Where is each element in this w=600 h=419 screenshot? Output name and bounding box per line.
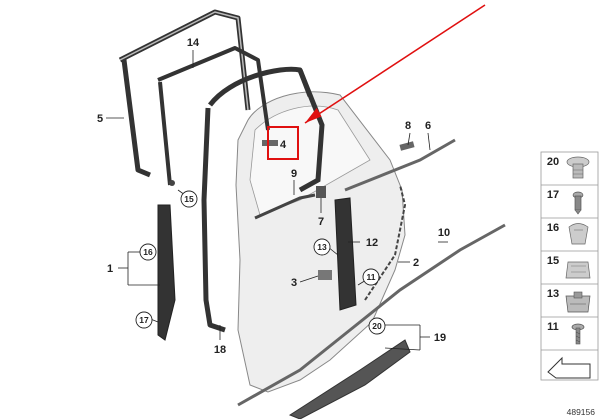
guide-rail xyxy=(254,193,316,220)
circled-callout-15: 15 xyxy=(180,190,198,208)
callout-5: 5 xyxy=(97,113,103,125)
window-channel xyxy=(157,46,270,186)
bracket-nut-icon xyxy=(565,291,591,313)
reference-number: 489156 xyxy=(567,407,596,417)
legend-number-20: 20 xyxy=(547,156,559,168)
belt-strip xyxy=(344,138,456,192)
callout-4: 4 xyxy=(280,139,287,151)
callout-14: 14 xyxy=(187,37,200,49)
screw-icon xyxy=(571,323,585,345)
clip-nut-icon xyxy=(565,261,591,279)
legend-number-15: 15 xyxy=(547,255,559,267)
part-3-clip xyxy=(318,270,332,280)
circled-callout-16: 16 xyxy=(139,243,157,261)
callout-2: 2 xyxy=(413,257,419,269)
lower-trim xyxy=(288,339,411,419)
frame-seal-outer xyxy=(118,9,251,178)
part-8-clip xyxy=(399,141,415,151)
circled-callout-20: 20 xyxy=(368,317,386,335)
part-4-part xyxy=(262,140,278,146)
plug-clip-icon xyxy=(566,156,590,179)
fastener-15 xyxy=(169,180,175,186)
svg-text:11: 11 xyxy=(367,272,376,282)
svg-text:20: 20 xyxy=(372,321,382,331)
callout-10: 10 xyxy=(438,227,450,239)
callout-1: 1 xyxy=(107,263,113,275)
svg-text:17: 17 xyxy=(139,315,149,325)
expanding-rivet-icon xyxy=(572,191,584,215)
callout-19: 19 xyxy=(434,332,446,344)
legend-number-11: 11 xyxy=(547,321,559,333)
callout-3: 3 xyxy=(291,277,297,289)
svg-text:13: 13 xyxy=(317,242,327,252)
part-7-clip xyxy=(316,186,326,198)
side-strip-2 xyxy=(364,184,407,301)
callout-6: 6 xyxy=(425,120,431,132)
legend-number-17: 17 xyxy=(547,189,559,201)
circled-callout-13: 13 xyxy=(313,238,331,256)
callout-7: 7 xyxy=(318,216,324,228)
circled-callout-17: 17 xyxy=(135,311,153,329)
circled-callout-11: 11 xyxy=(362,268,380,286)
callout-12: 12 xyxy=(366,237,378,249)
callout-9: 9 xyxy=(291,168,297,180)
lower-seal-strip xyxy=(237,223,506,407)
parts-legend: 20 17 16 15 13 11 xyxy=(540,151,599,381)
front-pillar-trim xyxy=(157,204,176,341)
legend-number-13: 13 xyxy=(547,288,559,300)
callout-18: 18 xyxy=(214,344,226,356)
svg-text:15: 15 xyxy=(184,194,194,204)
leader-lines xyxy=(106,50,448,351)
svg-text:16: 16 xyxy=(143,247,153,257)
spreading-nut-icon xyxy=(568,223,589,245)
door-seal xyxy=(201,66,313,333)
legend-number-16: 16 xyxy=(547,222,559,234)
highlight-box xyxy=(267,126,299,160)
direction-arrow-icon xyxy=(547,356,591,379)
highlight-arrow xyxy=(304,4,486,124)
callout-8: 8 xyxy=(405,120,411,132)
pillar-cover xyxy=(334,197,357,311)
